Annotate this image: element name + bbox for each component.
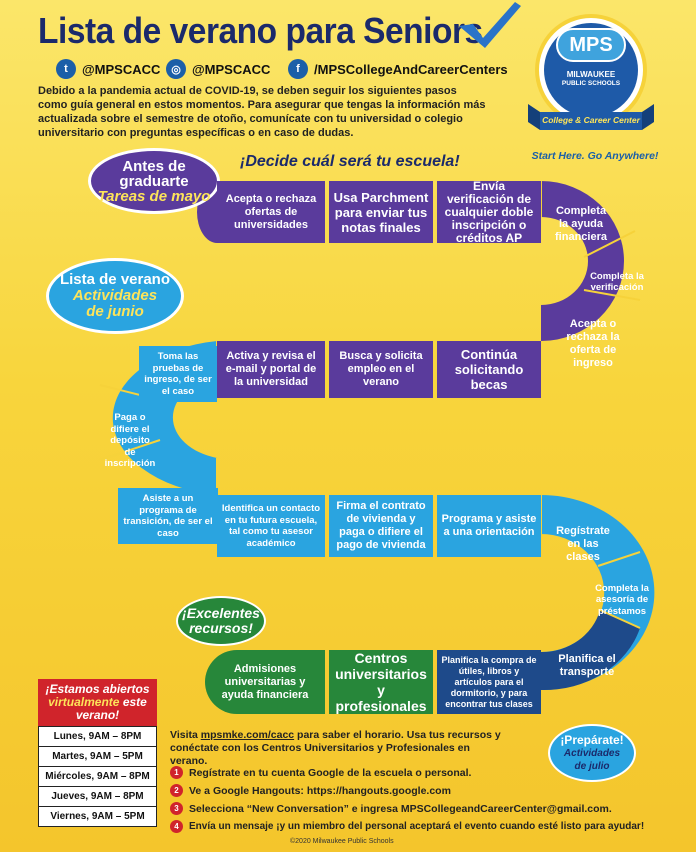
- tile-housing-contract: Firma el contrato de vivienda y paga o d…: [329, 495, 433, 557]
- tile-placement-tests: Toma las pruebas de ingreso, de ser el c…: [139, 346, 217, 402]
- tile-transport: Planifica el transporte: [558, 653, 616, 678]
- hours-row: Lunes, 9AM – 8PM: [38, 727, 157, 747]
- tile-complete-verification: Completa la verificación: [590, 270, 644, 294]
- step-number-icon: 1: [170, 766, 183, 779]
- checkmark-icon: [459, 2, 521, 48]
- visit-link[interactable]: mpsmke.com/cacc: [200, 729, 295, 741]
- may-bubble-line1: Antes de: [122, 158, 186, 175]
- logo-line1: MILWAUKEE: [566, 70, 616, 79]
- step-text[interactable]: Ve a Google Hangouts: https://hangouts.g…: [189, 784, 451, 797]
- tile-summer-job: Busca y solicita empleo en el verano: [329, 341, 433, 398]
- tile-deposit: Paga o difiere el depósito de inscripció…: [104, 412, 156, 470]
- instagram-handle: @MPSCACC: [192, 61, 271, 77]
- tile-admissions-aid[interactable]: Admisiones universitarias y ayuda financ…: [205, 650, 325, 714]
- tile-accept-admission: Acepta o rechaza la oferta de ingreso: [566, 318, 620, 369]
- footer-copyright: ©2020 Milwaukee Public Schools: [290, 838, 394, 845]
- hours-row: Viernes, 9AM – 5PM: [38, 807, 157, 827]
- instagram-icon: ◎: [166, 59, 186, 79]
- june-bubble-accent2: de junio: [86, 303, 144, 320]
- step-item: 2 Ve a Google Hangouts: https://hangouts.…: [170, 783, 451, 798]
- hours-box: ¡Estamos abiertos virtualmente este vera…: [38, 679, 157, 827]
- step-number-icon: 3: [170, 802, 183, 815]
- june-bubble-accent1: Actividades: [72, 287, 158, 304]
- may-bubble-line2: graduarte: [119, 173, 189, 190]
- tile-parchment: Usa Parchment para enviar tus notas fina…: [329, 181, 433, 243]
- mps-logo: MPS MILWAUKEE PUBLIC SCHOOLS College & C…: [526, 12, 656, 152]
- hours-heading: ¡Estamos abiertos virtualmente este vera…: [38, 679, 157, 726]
- june-bubble-line1: Lista de verano: [59, 271, 171, 288]
- may-bubble-accent: Tareas de mayo: [97, 188, 211, 205]
- tile-university-portal: Activa y revisa el e-mail y portal de la…: [217, 341, 325, 398]
- instagram-link[interactable]: ◎ @MPSCACC: [166, 58, 270, 80]
- tile-school-supplies: Planifica la compra de útiles, libros y …: [437, 650, 541, 714]
- resources-bubble-line2: recursos!: [189, 620, 253, 636]
- hours-row: Martes, 9AM – 5PM: [38, 747, 157, 767]
- may-heading: ¡Decide cuál será tu escuela!: [240, 153, 460, 170]
- tile-financial-aid: Completa la ayuda financiera: [555, 204, 607, 243]
- step-text: Selecciona “New Conversation” e ingresa …: [189, 802, 612, 815]
- logo-mps: MPS: [556, 28, 626, 62]
- tile-scholarships: Continúa solicitando becas: [437, 341, 541, 398]
- hours-heading-line3: verano!: [75, 708, 120, 722]
- hours-heading-this: este: [122, 695, 147, 709]
- tile-loan-counseling: Completa la asesoría de préstamos: [595, 582, 649, 617]
- step-item: 4 Envía un mensaje ¡y un miembro del pers…: [170, 819, 644, 834]
- step-text: Regístrate en tu cuenta Google de la esc…: [189, 766, 472, 779]
- hours-heading-virtual: virtualmente: [48, 695, 120, 709]
- resources-bubble: ¡Excelentes recursos!: [176, 596, 266, 646]
- intro-text: Debido a la pandemia actual de COVID-19,…: [38, 85, 486, 139]
- tile-career-centers[interactable]: Centros universitarios y profesionales: [329, 650, 433, 714]
- step-number-icon: 2: [170, 784, 183, 797]
- hours-row: Jueves, 9AM – 8PM: [38, 787, 157, 807]
- step-item: 1 Regístrate en tu cuenta Google de la es…: [170, 765, 471, 780]
- hours-heading-line1: ¡Estamos abiertos: [45, 682, 150, 696]
- logo-tagline: Start Here. Go Anywhere!: [531, 150, 659, 162]
- twitter-icon: t: [56, 59, 76, 79]
- logo-ribbon: College & Career Center: [542, 115, 640, 125]
- step-item: 3 Selecciona “New Conversation” e ingresa…: [170, 801, 612, 816]
- may-bubble: Antes de graduarte Tareas de mayo: [88, 148, 220, 214]
- july-bubble: ¡Prepárate! Actividades de julio: [548, 724, 636, 782]
- hours-row: Miércoles, 9AM – 8PM: [38, 767, 157, 787]
- page-title: Lista de verano para Seniors: [38, 10, 483, 51]
- visit-suffix: para saber el horario. Usa tus recursos …: [170, 729, 501, 767]
- july-bubble-line1: ¡Prepárate!: [560, 733, 624, 747]
- july-bubble-accent1: Actividades: [563, 748, 621, 759]
- facebook-handle: /MPSCollegeAndCareerCenters: [314, 61, 508, 77]
- facebook-icon: f: [288, 59, 308, 79]
- tile-accept-offers: Acepta o rechaza ofertas de universidade…: [217, 181, 325, 243]
- july-bubble-accent2: de julio: [574, 761, 610, 772]
- tile-orientation: Programa y asiste a una orientación: [437, 495, 541, 557]
- june-bubble: Lista de verano Actividades de junio: [46, 258, 184, 334]
- step-number-icon: 4: [170, 820, 183, 833]
- tile-send-verification: Envía verificación de cualquier doble in…: [437, 179, 541, 244]
- step-text: Envía un mensaje ¡y un miembro del perso…: [189, 821, 645, 832]
- visit-prefix: Visita: [170, 729, 201, 741]
- twitter-link[interactable]: t @MPSCACC: [56, 58, 160, 80]
- facebook-link[interactable]: f /MPSCollegeAndCareerCenters: [288, 58, 508, 80]
- visit-text: Visita mpsmke.com/cacc para saber el hor…: [170, 729, 510, 768]
- twitter-handle: @MPSCACC: [82, 61, 161, 77]
- tile-identify-contact: Identifica un contacto en tu futura escu…: [217, 495, 325, 557]
- resources-bubble-line1: ¡Excelentes: [182, 605, 260, 621]
- tile-transition-program: Asiste a un programa de transición, de s…: [118, 488, 218, 544]
- logo-line2: PUBLIC SCHOOLS: [561, 80, 621, 87]
- tile-register-classes: Regístrate en las clases: [556, 524, 610, 563]
